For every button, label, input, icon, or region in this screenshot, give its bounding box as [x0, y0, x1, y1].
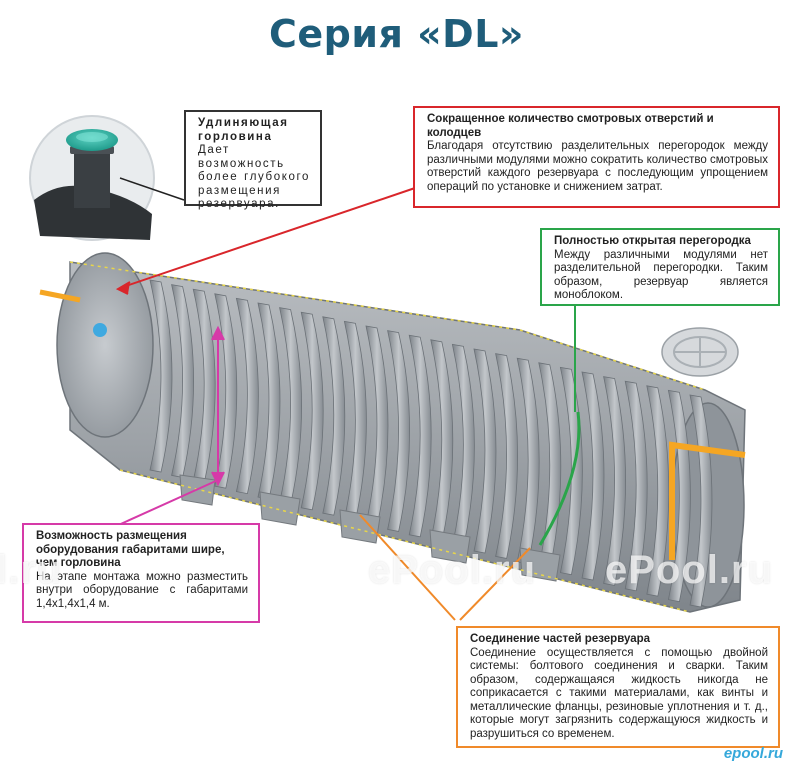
tank-rib [646, 385, 670, 597]
outlet-pipe [669, 441, 746, 560]
callout-partition: Полностью открытая перегородка Между раз… [540, 228, 780, 306]
callout-equipment: Возможность размещения оборудования габа… [22, 523, 260, 623]
callout-equipment-title: Возможность размещения оборудования габа… [36, 530, 225, 569]
leader-connection [359, 514, 531, 621]
callout-partition-title: Полностью открытая перегородка [554, 235, 751, 247]
watermark-3: ePool.ru [605, 548, 774, 592]
tank-rib [603, 376, 626, 586]
tank-rib [581, 371, 605, 581]
hatch-lid [661, 327, 739, 377]
tank-rib [624, 380, 648, 592]
callout-inspection-title: Сокращенное количество смотровых отверст… [427, 113, 714, 139]
tank-rib [235, 297, 259, 495]
callout-neck: Удлиняющая горловина Дает возможность бо… [184, 110, 322, 210]
page-title: Серия «DL» [269, 12, 524, 56]
callout-neck-body: Дает возможность более глубокого размеще… [198, 144, 310, 210]
watermark-1: l.ru [0, 548, 63, 592]
tank-rib [322, 316, 346, 516]
callout-neck-title: Удлиняющая горловина [198, 117, 289, 143]
callout-partition-body: Между различными модулями нет разделител… [554, 248, 768, 302]
tank-rib [149, 279, 173, 473]
neck-detail-inset [29, 115, 155, 241]
callout-connection-title: Соединение частей резервуара [470, 633, 651, 645]
callout-connection-body: Соединение осуществляется с помощью двой… [470, 646, 768, 740]
callout-inspection: Сокращенное количество смотровых отверст… [413, 106, 780, 208]
tank-rib [387, 330, 410, 532]
tank-rib [473, 348, 497, 554]
tank-rib [214, 293, 238, 489]
leader-inspection [115, 187, 416, 295]
tank-rib [495, 353, 518, 559]
callout-inspection-body: Благодаря отсутствию разделительных пере… [427, 140, 768, 193]
tank-rib [408, 334, 432, 538]
tank-rib [300, 311, 324, 511]
leader-neck [119, 177, 185, 201]
callout-equipment-body: На этапе монтажа можно разместить внутри… [36, 570, 248, 610]
brand-logo: epool.ru [723, 745, 783, 762]
callout-connection: Соединение частей резервуара Соединение … [456, 626, 780, 748]
inlet-pipe [39, 289, 107, 337]
watermark-2: ePool.ru [368, 548, 537, 592]
